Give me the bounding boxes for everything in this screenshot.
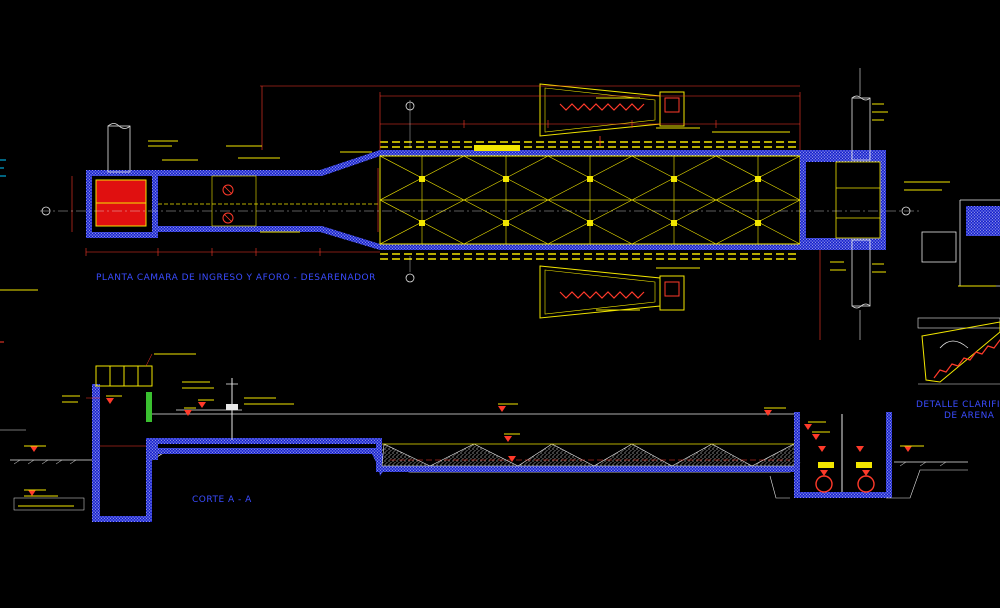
section-title: CORTE A - A	[192, 495, 252, 505]
dimension-lines	[71, 85, 801, 256]
sand-classifier-top	[539, 83, 685, 146]
entry-pipe	[107, 125, 131, 173]
sand-clarifier-detail	[917, 317, 1000, 385]
channel-floor	[152, 438, 382, 460]
outlet-pipe-icon	[815, 475, 833, 493]
drain-points	[419, 176, 761, 226]
axis-marker-icon	[41, 206, 51, 216]
valve-icon	[222, 184, 234, 196]
desander-floor	[376, 444, 798, 472]
level-annotation-marks	[18, 353, 924, 507]
valve-icon	[222, 212, 234, 224]
level-markers	[28, 398, 912, 496]
axis-marker-icon	[405, 273, 415, 283]
left-chamber-wall	[92, 384, 152, 522]
section-view: CORTE A - A	[10, 353, 968, 522]
sediment-hoppers	[381, 443, 799, 467]
plan-view: PLANTA CAMARA DE INGRESO Y AFORO - DESAR…	[40, 68, 920, 340]
right-detail: DETALLE CLARIFICADO DE ARENA	[904, 181, 1000, 421]
inlet-channel-wall	[152, 150, 800, 176]
left-edge-fragments	[0, 159, 38, 431]
detail-title-line-1: DETALLE CLARIFICADO	[916, 400, 1000, 410]
sand-classifier-bottom	[539, 265, 685, 319]
outlet-pipe-icon	[857, 475, 875, 493]
detail-title-line-2: DE ARENA	[944, 411, 995, 421]
collector-channels	[380, 141, 800, 260]
annotation-marks	[148, 97, 888, 311]
plan-title: PLANTA CAMARA DE INGRESO Y AFORO - DESAR…	[96, 273, 376, 283]
axis-marker-icon	[901, 206, 911, 216]
